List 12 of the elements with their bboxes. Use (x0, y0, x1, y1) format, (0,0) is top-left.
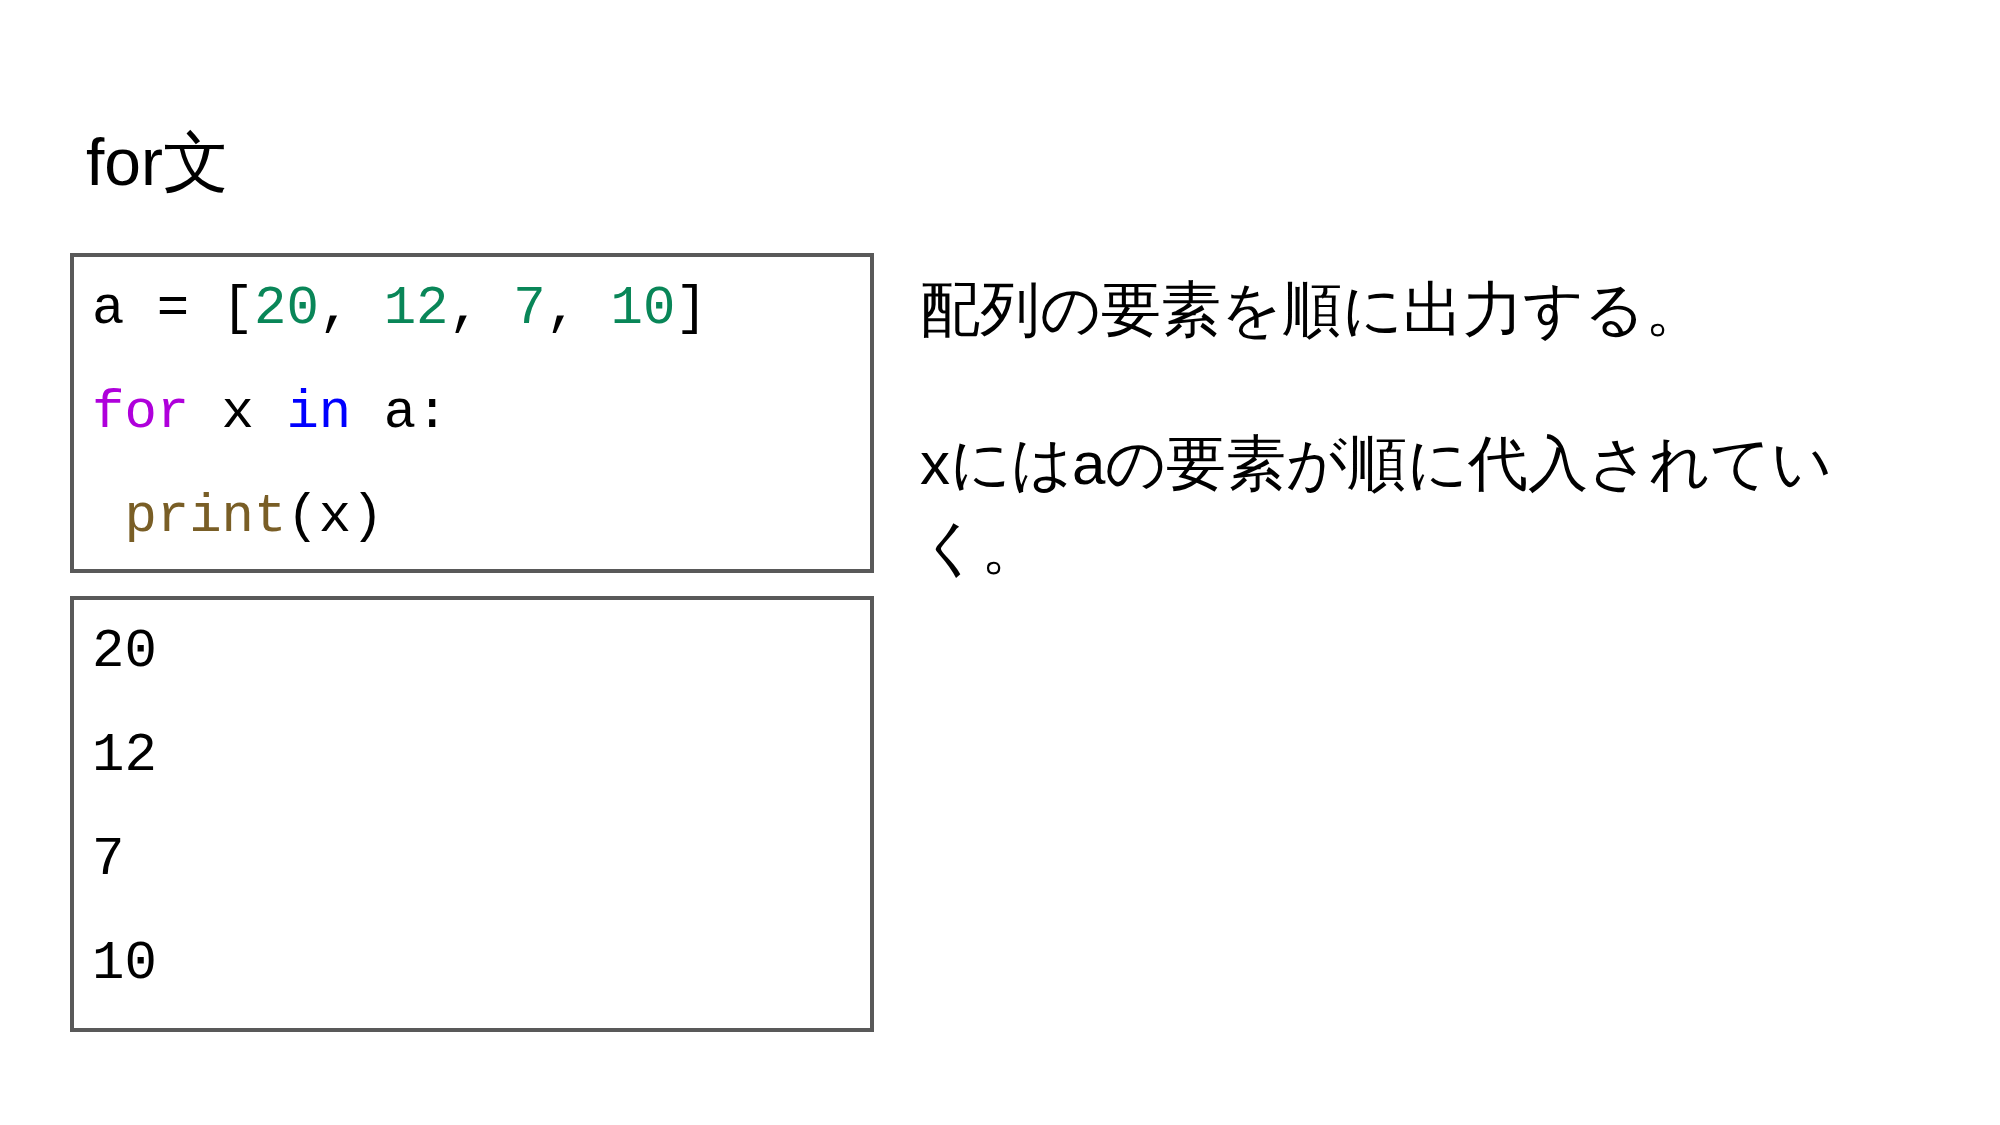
code-line: a = [20, 12, 7, 10] (92, 277, 708, 341)
code-line: print(x) (123, 485, 384, 549)
output-line: 12 (92, 724, 157, 788)
output-line: 20 (92, 620, 157, 684)
explanation-text: 配列の要素を順に出力する。 (920, 275, 1706, 345)
code-box (70, 253, 874, 573)
slide-title: for文 (86, 124, 230, 201)
code-line: for x in a: (92, 381, 449, 445)
output-line: 7 (92, 828, 125, 892)
explanation-text: xにはaの要素が順に代入されていく。 (920, 429, 1834, 583)
output-line: 10 (92, 932, 157, 996)
output-box (70, 596, 874, 1032)
